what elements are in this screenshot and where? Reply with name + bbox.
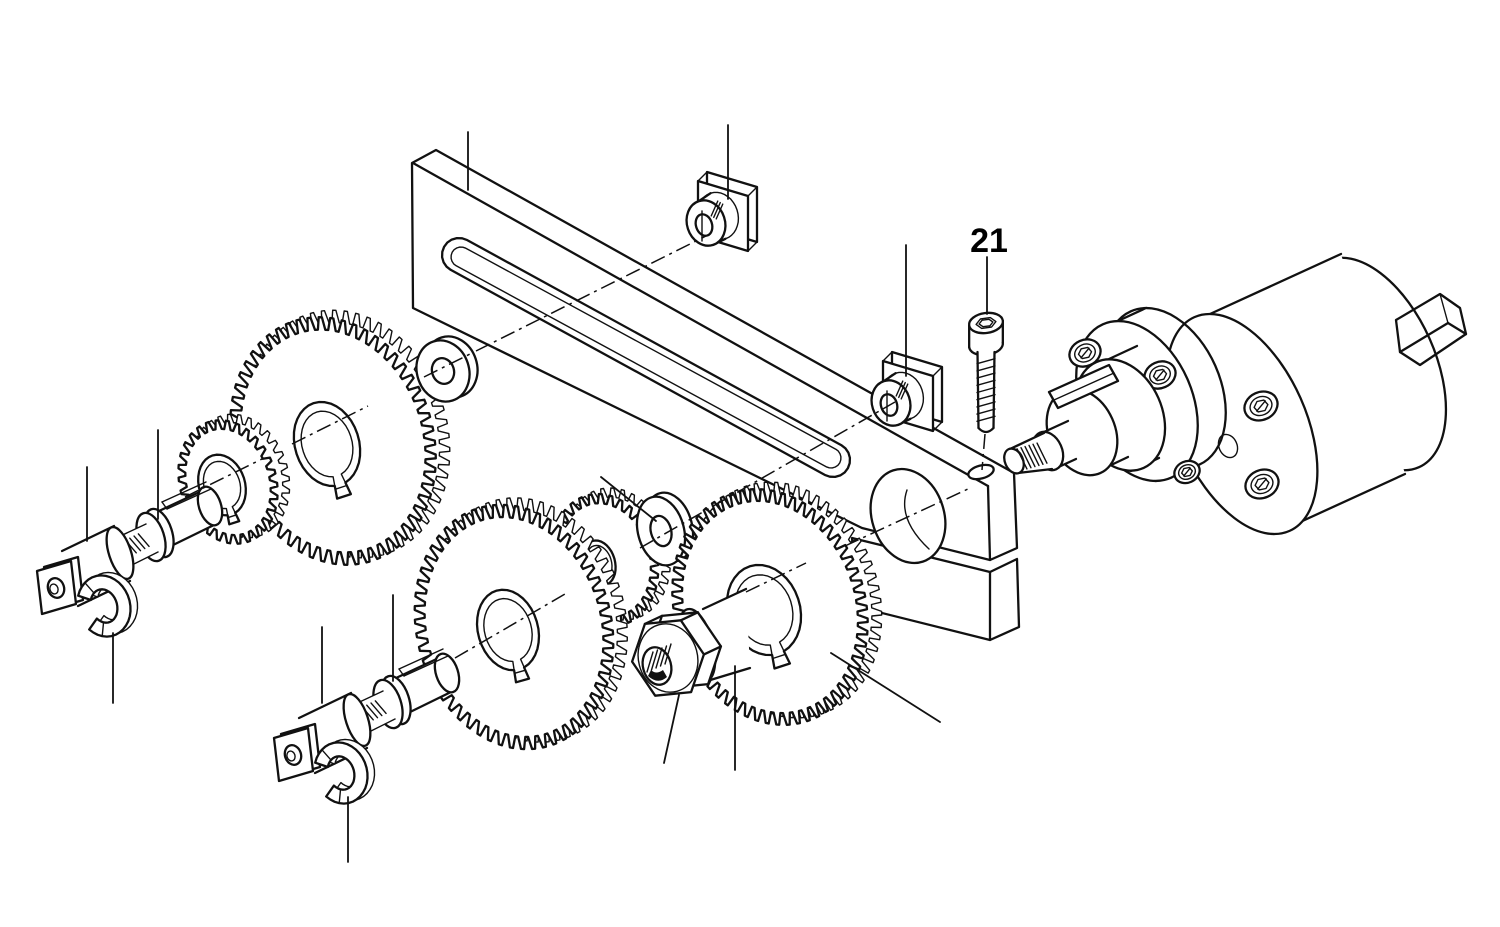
square-nut-lower: [870, 350, 944, 433]
slotted-gear-arm: [410, 148, 1021, 642]
stud-assembly-lower: [272, 648, 461, 805]
gear-motor: [1003, 252, 1468, 536]
stud-assembly-upper: [35, 481, 224, 638]
square-nut-upper: [685, 170, 759, 253]
bushing-and-hex-nut: [630, 587, 752, 697]
socket-head-cap-screw: [967, 311, 1005, 434]
leader-lines: [86, 124, 988, 863]
center-lines: [184, 235, 986, 659]
gear-cluster-center: [413, 487, 695, 751]
callout-label-21: 21: [970, 222, 1008, 260]
